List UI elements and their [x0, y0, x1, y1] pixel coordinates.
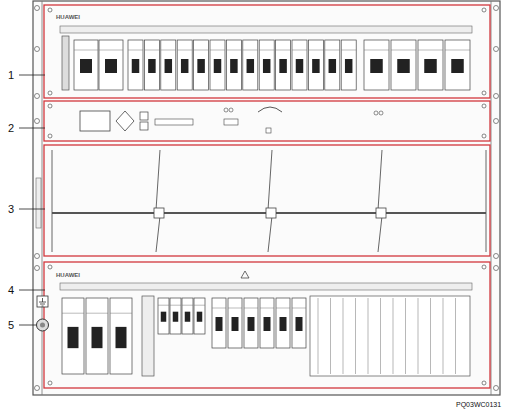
circuit-breaker — [62, 298, 84, 374]
figure-code: PQ03WC0131 — [456, 401, 501, 408]
callout-number: 5 — [8, 320, 14, 331]
terminal-block — [310, 296, 470, 376]
circuit-breaker — [182, 298, 193, 334]
ac-distribution-outline — [44, 262, 490, 388]
circuit-breaker — [276, 40, 291, 90]
callout-number: 2 — [8, 123, 14, 134]
circuit-breaker — [110, 298, 132, 374]
busbar-handle — [62, 36, 69, 90]
circuit-breaker — [177, 40, 192, 90]
circuit-breaker — [170, 298, 181, 334]
unit-handle — [258, 107, 282, 112]
rectifier-slots-outline — [44, 145, 490, 256]
ground-symbol — [37, 296, 48, 307]
circuit-breaker — [210, 40, 225, 90]
brand-logo: HUAWEI — [56, 14, 80, 20]
circuit-breaker — [74, 40, 98, 90]
grounding-screw — [37, 319, 49, 331]
circuit-breaker — [292, 298, 306, 348]
slot-dividers — [52, 150, 486, 252]
callout-number: 3 — [8, 204, 14, 215]
circuit-breaker — [259, 40, 274, 90]
circuit-breaker — [226, 40, 241, 90]
brand-logo: HUAWEI — [56, 272, 80, 278]
circuit-breaker — [364, 40, 389, 90]
circuit-breaker — [158, 298, 169, 334]
lcd-display — [80, 111, 110, 131]
callout-number: 4 — [8, 285, 14, 296]
circuit-breaker — [228, 298, 242, 348]
navigation-keys — [116, 111, 134, 131]
circuit-breaker — [391, 40, 416, 90]
circuit-breaker — [144, 40, 159, 90]
circuit-breaker — [128, 40, 143, 90]
circuit-breaker — [86, 298, 108, 374]
monitoring-unit-outline — [44, 101, 490, 141]
circuit-breaker — [212, 298, 226, 348]
circuit-breaker — [445, 40, 470, 90]
circuit-breaker — [194, 40, 209, 90]
circuit-breaker — [99, 40, 123, 90]
mounting-holes — [35, 6, 499, 391]
callout-number: 1 — [8, 70, 14, 81]
leader-lines — [19, 75, 45, 325]
circuit-breaker — [308, 40, 323, 90]
circuit-breaker — [292, 40, 307, 90]
circuit-breaker — [244, 298, 258, 348]
distribution-panel-outline — [44, 5, 490, 98]
circuit-breaker — [260, 298, 274, 348]
circuit-breaker — [325, 40, 340, 90]
circuit-breaker — [341, 40, 356, 90]
circuit-breaker — [418, 40, 443, 90]
circuit-breaker — [276, 298, 290, 348]
circuit-breaker — [194, 298, 205, 334]
rack-frame — [33, 1, 500, 395]
circuit-breaker — [243, 40, 258, 90]
warning-symbol — [241, 271, 249, 278]
circuit-breaker — [161, 40, 176, 90]
